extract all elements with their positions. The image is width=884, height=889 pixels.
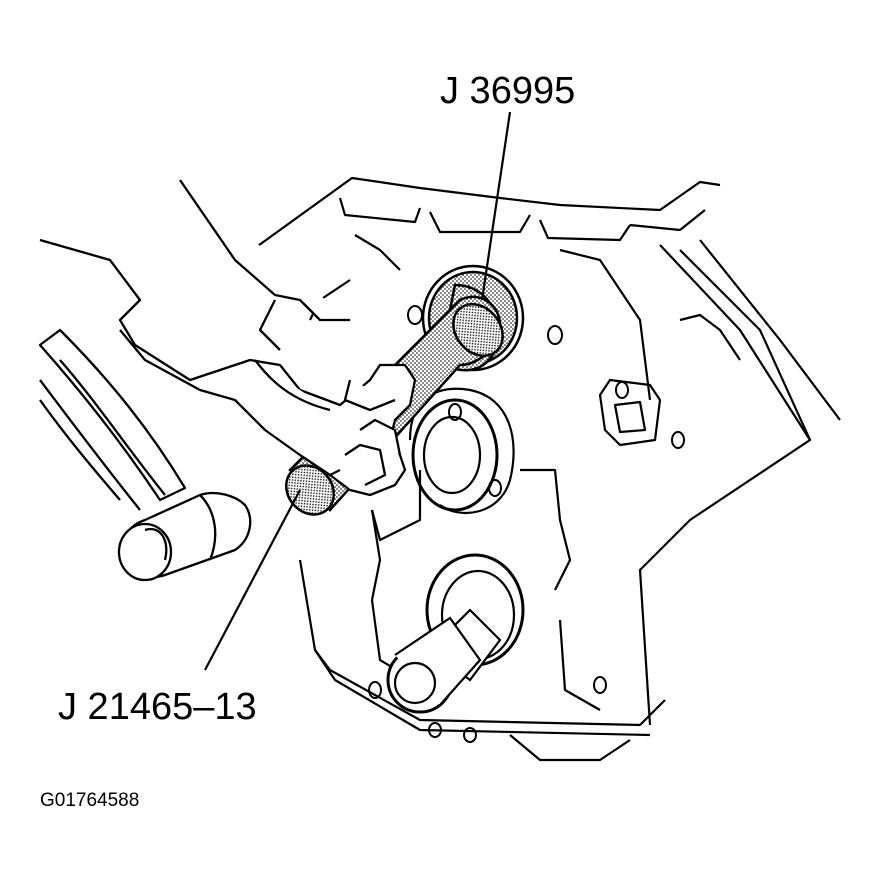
engine-block <box>255 178 840 760</box>
crankshaft-seal <box>388 555 523 712</box>
leader-line-driver-handle <box>205 490 300 670</box>
hammer <box>40 330 250 580</box>
technician-hand <box>40 180 415 495</box>
leader-lines <box>205 112 510 670</box>
leader-line-seal-installer <box>482 112 510 300</box>
driver-handle-callout: J 21465–13 <box>58 686 257 728</box>
seal-installer-callout: J 36995 <box>440 70 576 112</box>
figure-id: G01764588 <box>40 790 140 811</box>
